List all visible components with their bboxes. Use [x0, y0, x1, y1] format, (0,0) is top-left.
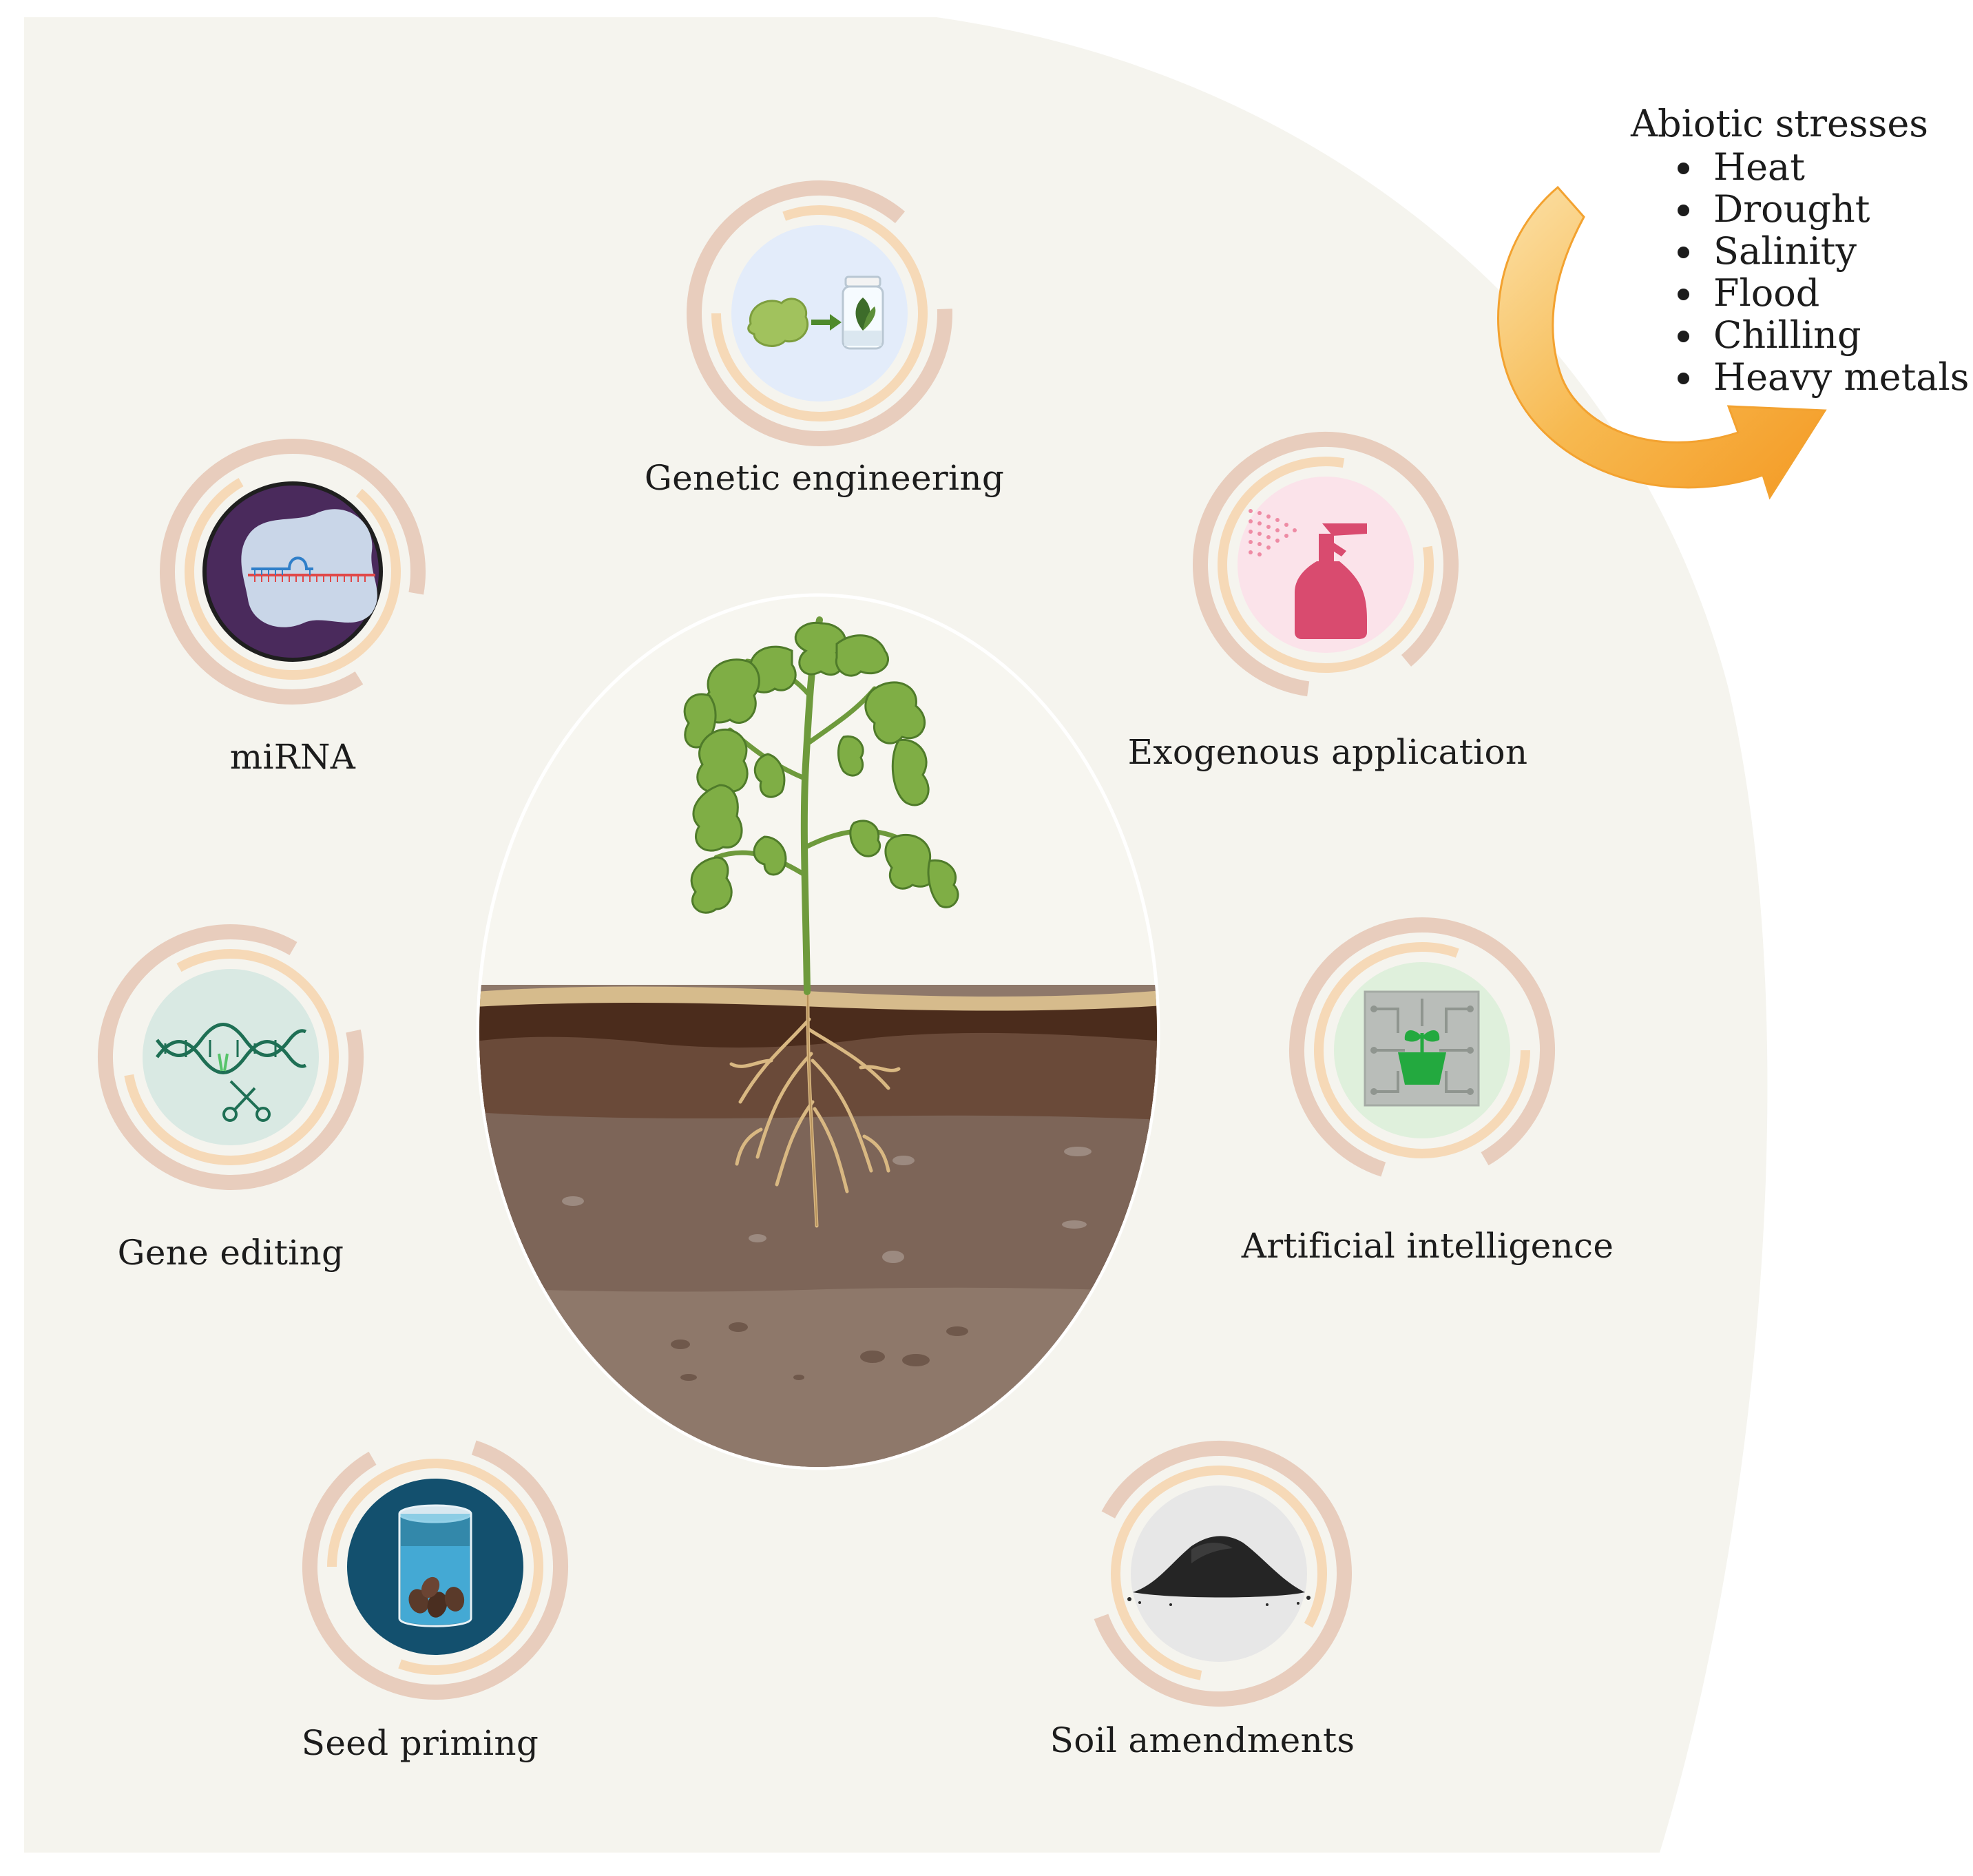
label-gene-editing: Gene editing: [117, 1233, 344, 1273]
ring-outer-arc: [1289, 917, 1555, 1177]
tissue-culture-jar-icon: [747, 275, 884, 350]
plant-leaves-icon: [683, 621, 959, 914]
ring-outer-arc: [302, 1440, 568, 1700]
label-seed-priming: Seed priming: [301, 1723, 539, 1763]
stress-item: Drought: [1705, 188, 1969, 230]
mirna-cell-icon: [241, 509, 377, 627]
ring-outer-arc: [1094, 1441, 1352, 1707]
label-artificial-intelligence: Artificial intelligence: [1241, 1226, 1614, 1266]
abiotic-stress-arrow-icon: [1497, 185, 1827, 500]
ring-genetic-engineering: [687, 180, 952, 446]
dna-scissors-icon: [155, 1023, 307, 1122]
ring-inner-arc: [1111, 1466, 1327, 1680]
icon-disk: [731, 225, 908, 402]
abiotic-stress-list: HeatDroughtSalinityFloodChillingHeavy me…: [1631, 146, 1969, 398]
label-genetic-engineering: Genetic engineering: [644, 458, 1005, 498]
ring-inner-arc: [185, 478, 401, 680]
ring-inner-arc: [124, 949, 339, 1165]
ring-outer-arc: [687, 180, 952, 446]
ring-outer-arc: [1193, 432, 1459, 697]
circuit-plant-icon: [1364, 990, 1480, 1107]
stress-item: Salinity: [1705, 230, 1969, 272]
label-mirna: miRNA: [229, 737, 356, 777]
abiotic-stress-list-box: Abiotic stresses HeatDroughtSalinityFloo…: [1631, 102, 1969, 398]
label-exogenous-application: Exogenous application: [1127, 732, 1528, 772]
soil-pile-icon: [1127, 1536, 1311, 1606]
ring-gene-editing: [98, 924, 364, 1190]
stress-item: Heat: [1705, 146, 1969, 188]
icon-disk: [143, 969, 319, 1145]
seed-beaker-icon: [398, 1504, 472, 1627]
ring-inner-arc: [711, 205, 928, 421]
stress-item: Heavy metals: [1705, 356, 1969, 398]
label-soil-amendments: Soil amendments: [1050, 1720, 1355, 1760]
spray-bottle-icon: [1249, 509, 1367, 639]
ring-outer-arc: [160, 439, 426, 705]
ring-inner-arc: [327, 1459, 543, 1675]
abiotic-stress-title: Abiotic stresses: [1631, 102, 1928, 145]
stress-item: Flood: [1705, 272, 1969, 314]
ring-inner-arc: [1218, 457, 1434, 673]
ring-inner-arc: [1314, 942, 1530, 1158]
stress-item: Chilling: [1705, 314, 1969, 356]
ring-outer-arc: [98, 924, 364, 1190]
